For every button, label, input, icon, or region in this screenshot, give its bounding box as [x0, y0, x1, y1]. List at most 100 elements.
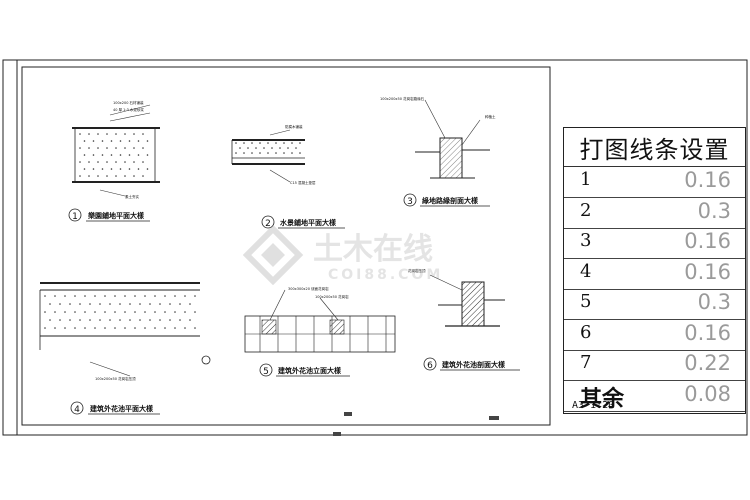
- paving-dot: [275, 152, 277, 154]
- paving-dot: [115, 147, 117, 149]
- line-weight-row-value: 0.3: [697, 290, 731, 314]
- detail-label-1: 1 樂園鋪地平面大樣: [68, 208, 150, 222]
- sheet-outer-frame: [2, 59, 748, 436]
- detail-2-drawing: 防腐木铺装 C15 混凝土垫层: [231, 124, 316, 185]
- paving-dot: [194, 295, 196, 297]
- paving-dot: [92, 154, 95, 156]
- svg-text:100x200x50 花岗岩路缘石: 100x200x50 花岗岩路缘石: [380, 96, 425, 101]
- paving-dot: [243, 142, 245, 144]
- paving-dot: [134, 295, 136, 297]
- line-weight-row-label: 4: [580, 260, 592, 282]
- paving-dot: [133, 161, 135, 163]
- paving-dot: [106, 175, 108, 177]
- paving-dot: [49, 303, 51, 305]
- paving-dot: [79, 161, 81, 163]
- paving-dot: [94, 295, 96, 297]
- paving-dot: [79, 147, 81, 149]
- detail-1-drawing: 100x200 石材铺装 40 厚 1:3 水泥砂浆 素土夯实: [72, 100, 160, 199]
- paving-dot: [164, 327, 166, 329]
- paving-dot: [154, 295, 156, 297]
- detail-1-number: 1: [72, 212, 78, 222]
- paving-dot: [92, 140, 95, 142]
- detail-4-drawing: 100x200x50 花岗岩压顶: [39, 282, 211, 381]
- paving-dot: [267, 142, 269, 144]
- paving-dot: [154, 311, 156, 313]
- paving-dot: [169, 319, 171, 321]
- paving-dot: [106, 161, 108, 163]
- line-weight-row-value: 0.16: [684, 229, 731, 253]
- paving-dot: [88, 133, 90, 135]
- paving-dot: [124, 147, 126, 149]
- paving-dot: [251, 142, 253, 144]
- paving-dot: [169, 303, 171, 305]
- bottom-mark: [333, 432, 341, 436]
- paving-dot: [251, 152, 253, 154]
- detail-5-drawing: 300x300x20 烧面花岗岩 100x200x50 花岗岩: [244, 286, 396, 353]
- paving-dot: [291, 142, 293, 144]
- paving-dot: [89, 319, 91, 321]
- paving-dot: [79, 175, 81, 177]
- svg-text:100x200x50 花岗岩压顶: 100x200x50 花岗岩压顶: [95, 376, 136, 381]
- line-weight-row-value: 0.3: [697, 198, 731, 223]
- paving-dot: [144, 295, 146, 297]
- paving-dot: [133, 133, 135, 135]
- line-weight-row-label: 1: [580, 169, 592, 190]
- paving-dot: [54, 311, 56, 313]
- paving-dot: [49, 319, 51, 321]
- paving-dot: [88, 175, 90, 177]
- paving-dot: [97, 161, 99, 163]
- paving-dot: [184, 327, 186, 329]
- paving-dot: [69, 303, 71, 305]
- paving-dot: [114, 295, 116, 297]
- paving-dot: [174, 295, 176, 297]
- line-weight-row-label: 3: [580, 230, 592, 251]
- paving-dot: [97, 133, 99, 135]
- paving-dot: [119, 319, 121, 321]
- paving-dot: [149, 303, 151, 305]
- paving-dot: [259, 142, 261, 144]
- detail-3-drawing: 100x200x50 花岗岩路缘石 种植土: [380, 96, 496, 179]
- paving-dot: [271, 147, 273, 149]
- detail-3-title: 綠地路緣剖面大樣: [422, 196, 479, 205]
- line-weight-row-label: 2: [580, 199, 592, 221]
- paving-dot: [119, 168, 122, 170]
- paving-dot: [146, 168, 149, 170]
- paving-dot: [139, 319, 141, 321]
- detail-5-number: 5: [263, 367, 269, 377]
- paving-dot: [94, 327, 96, 329]
- line-weight-row-value: 0.16: [684, 168, 731, 192]
- paving-dot: [101, 140, 104, 142]
- paving-dot: [84, 327, 86, 329]
- detail-3-number: 3: [407, 197, 413, 207]
- paving-dot: [128, 154, 131, 156]
- detail-5-title: 建筑外花池立面大樣: [278, 366, 342, 375]
- detail-2-number: 2: [265, 219, 271, 229]
- line-weight-row-value: 0.16: [684, 259, 731, 284]
- paving-dot: [114, 327, 116, 329]
- paving-dot: [184, 311, 186, 313]
- watermark-sub-text: COI88.COM: [328, 267, 443, 283]
- paving-dot: [144, 311, 146, 313]
- paving-dot: [79, 303, 81, 305]
- svg-text:素土夯实: 素土夯实: [125, 194, 139, 199]
- paving-dot: [64, 327, 66, 329]
- paving-dot: [137, 140, 140, 142]
- paving-dot: [99, 303, 101, 305]
- paving-dot: [64, 311, 66, 313]
- paving-dot: [44, 295, 46, 297]
- paving-dot: [89, 303, 91, 305]
- svg-text:C15 混凝土垫层: C15 混凝土垫层: [290, 180, 316, 185]
- paving-dot: [129, 303, 131, 305]
- svg-text:40 厚 1:3 水泥砂浆: 40 厚 1:3 水泥砂浆: [113, 107, 144, 112]
- paving-dot: [124, 133, 126, 135]
- line-weight-row-value: 0.16: [684, 320, 731, 345]
- line-weight-row-label: 其余: [580, 386, 625, 412]
- paving-dot: [124, 295, 126, 297]
- paving-dot: [106, 147, 108, 149]
- paving-dot: [99, 319, 101, 321]
- paving-dot: [128, 140, 131, 142]
